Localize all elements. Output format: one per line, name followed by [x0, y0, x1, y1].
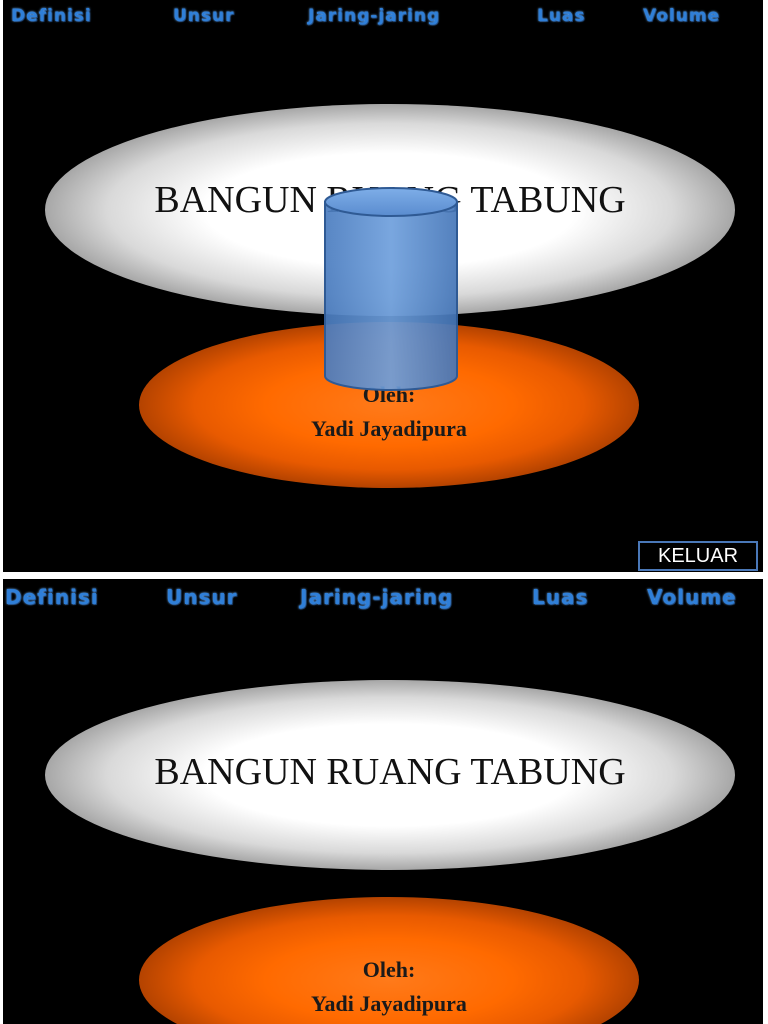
author-block: Oleh: Yadi Jayadipura [139, 953, 639, 1021]
keluar-button[interactable]: KELUAR [638, 541, 758, 571]
nav-unsur[interactable]: Unsur [166, 585, 238, 609]
title-ellipse: BANGUN RUANG TABUNG [45, 680, 735, 870]
page-title: BANGUN RUANG TABUNG [154, 751, 626, 793]
top-navigation: Definisi Unsur Jaring-jaring Luas Volume [3, 579, 763, 619]
nav-luas[interactable]: Luas [537, 6, 586, 26]
nav-unsur[interactable]: Unsur [173, 6, 235, 26]
cylinder-icon [324, 187, 458, 391]
slide-title-with-cylinder: Definisi Unsur Jaring-jaring Luas Volume… [3, 0, 763, 572]
nav-definisi[interactable]: Definisi [5, 585, 99, 609]
nav-luas[interactable]: Luas [532, 585, 589, 609]
nav-jaring-jaring[interactable]: Jaring-jaring [300, 585, 454, 609]
author-name: Yadi Jayadipura [311, 991, 467, 1016]
author-ellipse: Oleh: Yadi Jayadipura [139, 897, 639, 1024]
nav-volume[interactable]: Volume [643, 6, 721, 26]
nav-volume[interactable]: Volume [647, 585, 737, 609]
slide-title: Definisi Unsur Jaring-jaring Luas Volume… [3, 579, 763, 1024]
author-label: Oleh: [362, 957, 416, 982]
author-name: Yadi Jayadipura [311, 416, 467, 441]
nav-definisi[interactable]: Definisi [11, 6, 92, 26]
nav-jaring-jaring[interactable]: Jaring-jaring [308, 6, 441, 26]
top-navigation: Definisi Unsur Jaring-jaring Luas Volume [3, 0, 763, 36]
